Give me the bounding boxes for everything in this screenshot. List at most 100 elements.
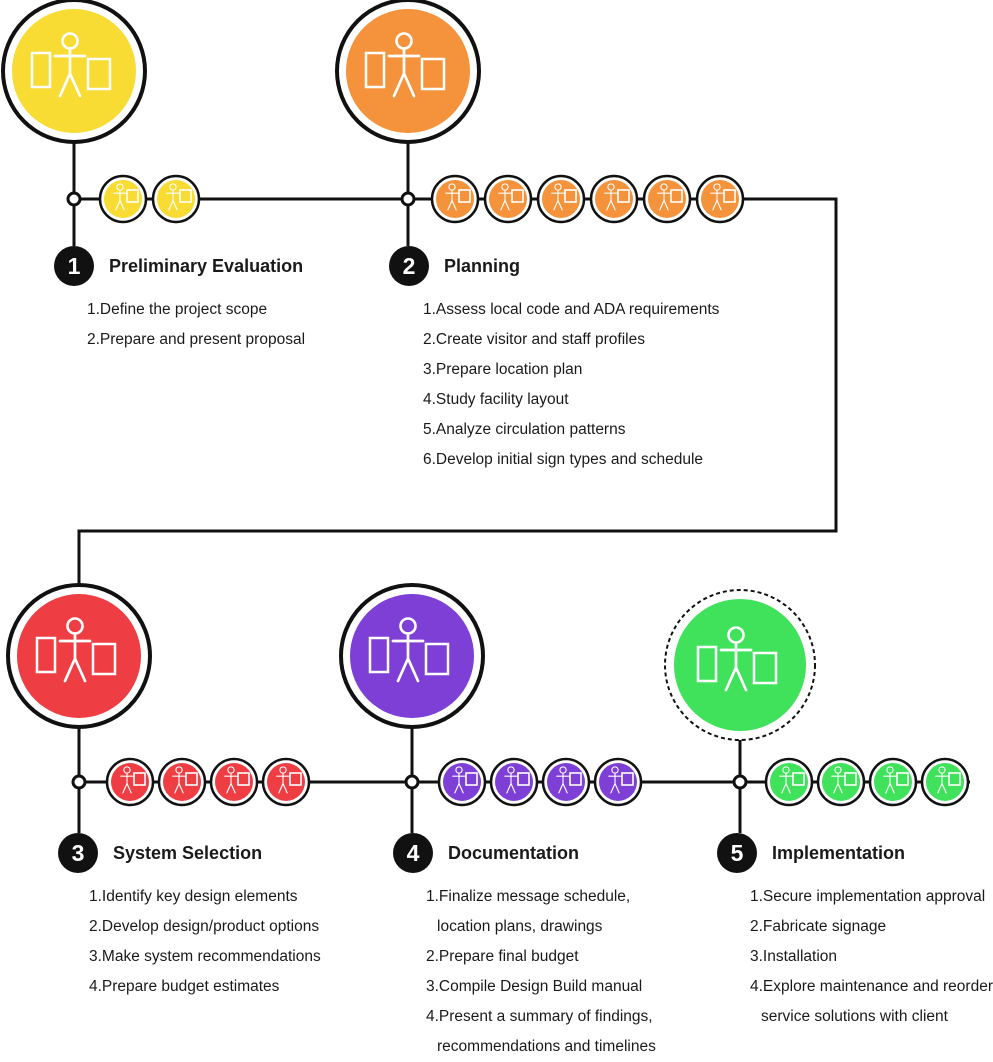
substep-board [621,772,634,786]
stage-5-circle [674,599,806,731]
figure-body [779,772,793,794]
stage-2-step: 3.Prepare location plan [423,361,583,378]
stage-5-step-list: 1.Secure implementation approval 2.Fabri… [750,882,993,1032]
person-grid-board-icon [483,174,533,224]
person-arms-out-icon [98,174,148,224]
figure-body [276,772,290,794]
stage-nodes [1,0,970,807]
figure-body [113,189,127,211]
icon-panel [35,636,57,674]
stage-5-title: Implementation [772,842,906,863]
figure-body [551,189,565,211]
fabrication-table-icon [816,757,866,807]
stage-4-node [339,583,643,807]
substep-board [511,189,524,203]
substep-board [670,189,683,203]
stage-4-step-list: 1.Finalize message schedule, location pl… [426,882,656,1062]
person-installed-sign-icon [696,626,778,692]
stage-4-step: location plans, drawings [437,918,603,935]
icon-panel [420,57,446,91]
stage-4-step: recommendations and timelines [437,1038,656,1055]
stage-5-junction [732,774,748,790]
stage-2-node [335,0,745,224]
stage-3-node [6,583,311,807]
stage-2-step: 4.Study facility layout [423,391,569,408]
figure-body [935,772,949,794]
figure-body [58,632,92,683]
stage-4-heading: 4 Documentation [393,833,579,873]
stage-4-step: 2.Prepare final budget [426,948,579,965]
stage-5-node [664,589,970,807]
icon-panel [86,57,112,91]
stage-4-circle [350,594,474,718]
figure-body [710,189,724,211]
stage-4-title: Documentation [448,842,580,863]
person-manual-icon [541,757,591,807]
substep-board [564,189,577,203]
stage-1-number-badge: 1 [54,246,94,286]
stage-2-step: 6.Develop initial sign types and schedul… [423,451,704,468]
stage-1-heading: 1 Preliminary Evaluation [54,246,303,286]
stage-2-step: 5.Analyze circulation patterns [423,421,626,438]
stage-3-step: 1.Identify key design elements [89,888,298,905]
substep-board [569,772,582,786]
figure-body [883,772,897,794]
stage-4-step: 4.Present a summary of findings, [426,1008,653,1025]
person-presenting-board-icon [589,174,639,224]
figure-body [166,189,180,211]
stage-3-step: 2.Develop design/product options [89,918,320,935]
icon-panel [91,642,117,676]
person-magnifier-building-icon [30,32,112,98]
substep-board [185,772,198,786]
stage-3-circle [17,594,141,718]
stage-3-step: 4.Prepare budget estimates [89,978,280,995]
person-pointing-icon [151,174,201,224]
person-drafting-table-icon [695,174,745,224]
stage-3-step-list: 1.Identify key design elements 2.Develop… [89,882,321,1002]
stage-5-number-badge: 5 [717,833,757,873]
substep-board [179,189,192,203]
substep-board [896,772,909,786]
figure-body [452,772,466,794]
substep-board [723,189,736,203]
stage-5-step: 3.Installation [750,948,838,965]
icon-panel [30,51,52,89]
person-computer-desk-icon [437,757,487,807]
stage-1-circle [12,9,136,133]
substep-board [237,772,250,786]
figure-body [172,772,186,794]
figure-body [120,772,134,794]
stage-4-step: 1.Finalize message schedule, [426,888,631,905]
substep-board [458,189,471,203]
substep-board [517,772,530,786]
person-documents-stack-icon [593,757,643,807]
icon-panel [364,51,386,89]
substep-board [126,189,139,203]
person-flag-icon [430,174,480,224]
substep-board [465,772,478,786]
substep-board [792,772,805,786]
stage-5-heading: 5 Implementation [717,833,905,873]
figure-body [719,641,753,692]
stage-3-title: System Selection [113,842,263,863]
figure-body [504,772,518,794]
figure-body [608,772,622,794]
stage-3-number-badge: 3 [58,833,98,873]
substep-board [133,772,146,786]
figure-body [657,189,671,211]
stage-5-step: 4.Explore maintenance and reorder [750,978,993,995]
stage-2-junction [400,191,416,207]
timeline-line [74,197,970,784]
person-approval-icon [764,757,814,807]
person-installing-sign-icon [868,757,918,807]
figure-body [445,189,459,211]
person-budget-desk-icon [489,757,539,807]
figure-body [831,772,845,794]
stage-1-step: 2.Prepare and present proposal [87,331,306,348]
figure-body [53,47,87,98]
stage-1-title: Preliminary Evaluation [109,255,304,276]
stage-2-step-list: 1.Assess local code and ADA requirements… [423,295,719,475]
figure-body [556,772,570,794]
stage-3-junction [71,774,87,790]
